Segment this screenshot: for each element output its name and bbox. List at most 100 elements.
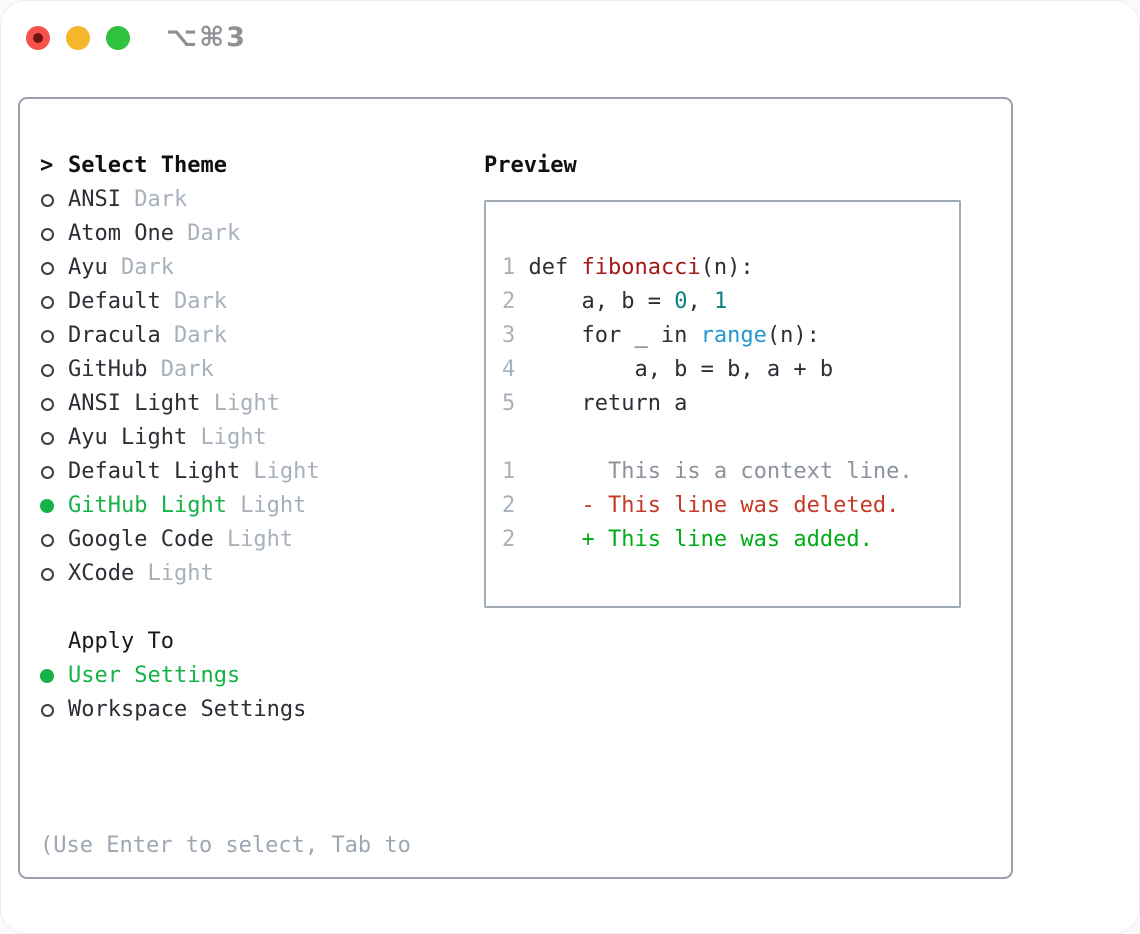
diff-line-1: 1 This is a context line. [502, 455, 945, 489]
theme-name: ANSI Light [68, 391, 201, 416]
theme-name: Ayu [68, 255, 108, 280]
line-number: 2 [502, 527, 516, 552]
theme-variant: Dark [134, 187, 188, 212]
diff-sample: 1 This is a context line.2 - This line w… [502, 455, 945, 557]
theme-name: ANSI [68, 187, 121, 212]
code-token: 0 [674, 289, 688, 314]
radio-icon [41, 330, 54, 343]
theme-option-github-light[interactable]: GitHub Light Light [40, 489, 484, 523]
theme-variant: Light [200, 425, 267, 450]
theme-option-ansi-light[interactable]: ANSI Light Light [40, 387, 484, 421]
apply-option-label: User Settings [68, 663, 241, 688]
select-theme-title: Select Theme [68, 153, 227, 178]
line-number: 1 [502, 255, 516, 280]
code-token: return a [528, 391, 688, 416]
radio-icon [41, 364, 54, 377]
theme-name: Google Code [68, 527, 214, 552]
code-token: (n): [700, 255, 754, 280]
radio-icon [41, 432, 54, 445]
theme-name: Default Light [68, 459, 241, 484]
theme-name: Atom One [68, 221, 174, 246]
code-line-4: 4 a, b = b, a + b [502, 353, 945, 387]
code-token: , [687, 289, 714, 314]
radio-icon [41, 194, 54, 207]
theme-name: GitHub [68, 357, 148, 382]
zoom-button[interactable] [106, 26, 130, 50]
titlebar: ⌥⌘3 [0, 0, 1140, 76]
code-token: range [700, 323, 767, 348]
line-number: 2 [502, 493, 516, 518]
theme-option-ayu[interactable]: Ayu Dark [40, 251, 484, 285]
theme-option-google-code[interactable]: Google Code Light [40, 523, 484, 557]
theme-variant: Light [226, 527, 294, 552]
radio-icon [41, 568, 54, 581]
theme-variant: Dark [120, 255, 174, 280]
radio-icon [41, 296, 54, 309]
radio-selected-icon [40, 499, 54, 513]
theme-name: Dracula [68, 323, 161, 348]
code-line-1: 1 def fibonacci(n): [502, 251, 945, 285]
code-token: + This line was added. [528, 527, 873, 552]
minimize-button[interactable] [66, 26, 90, 50]
window-title-shortcut: ⌥⌘3 [166, 22, 247, 53]
theme-option-ansi[interactable]: ANSI Dark [40, 183, 484, 217]
code-token: This is a context line. [528, 459, 913, 484]
theme-variant: Light [240, 493, 307, 518]
code-token: a, b = [528, 289, 675, 314]
radio-icon [41, 534, 54, 547]
radio-icon [41, 466, 54, 479]
theme-option-dracula[interactable]: Dracula Dark [40, 319, 484, 353]
code-token: for _ in [528, 323, 701, 348]
theme-name: Ayu Light [68, 425, 188, 450]
code-token: a, b = b, a + b [528, 357, 834, 382]
cursor-icon: > [40, 153, 54, 178]
apply-to-indent [40, 625, 68, 659]
code-token: fibonacci [581, 255, 701, 280]
theme-name: GitHub Light [68, 493, 227, 518]
radio-icon [41, 704, 54, 717]
diff-line-2: 2 - This line was deleted. [502, 489, 945, 523]
preview-title: Preview [484, 153, 577, 178]
theme-option-ayu-light[interactable]: Ayu Light Light [40, 421, 484, 455]
line-number: 3 [502, 323, 516, 348]
help-hint-line-1: (Use Enter to select, Tab to [40, 833, 411, 858]
code-token: 1 [713, 289, 728, 314]
select-theme-heading-row: > Select Theme [40, 149, 484, 183]
apply-to-heading-row: Apply To [40, 625, 484, 659]
apply-to-title: Apply To [68, 629, 174, 654]
theme-name: Default [68, 289, 161, 314]
theme-option-atom-one[interactable]: Atom One Dark [40, 217, 484, 251]
theme-option-default[interactable]: Default Dark [40, 285, 484, 319]
theme-variant: Light [253, 459, 320, 484]
code-token: (n): [766, 323, 820, 348]
theme-variant: Dark [173, 323, 227, 348]
theme-variant: Dark [187, 221, 241, 246]
code-line-2: 2 a, b = 0, 1 [502, 285, 945, 319]
help-hint: (Use Enter to select, Tab to change focu… [40, 761, 484, 934]
radio-icon [41, 262, 54, 275]
code-token: - This line was deleted. [528, 493, 900, 518]
radio-icon [41, 398, 54, 411]
diff-line-3: 2 + This line was added. [502, 523, 945, 557]
apply-option-user-settings[interactable]: User Settings [40, 659, 484, 693]
radio-selected-icon [40, 669, 54, 683]
theme-variant: Light [213, 391, 280, 416]
code-token: def [528, 255, 582, 280]
theme-option-default-light[interactable]: Default Light Light [40, 455, 484, 489]
theme-variant: Light [147, 561, 214, 586]
apply-option-workspace-settings[interactable]: Workspace Settings [40, 693, 484, 727]
theme-variant: Dark [173, 289, 227, 314]
line-number: 1 [502, 459, 516, 484]
close-button[interactable] [26, 26, 50, 50]
line-number: 4 [502, 357, 516, 382]
